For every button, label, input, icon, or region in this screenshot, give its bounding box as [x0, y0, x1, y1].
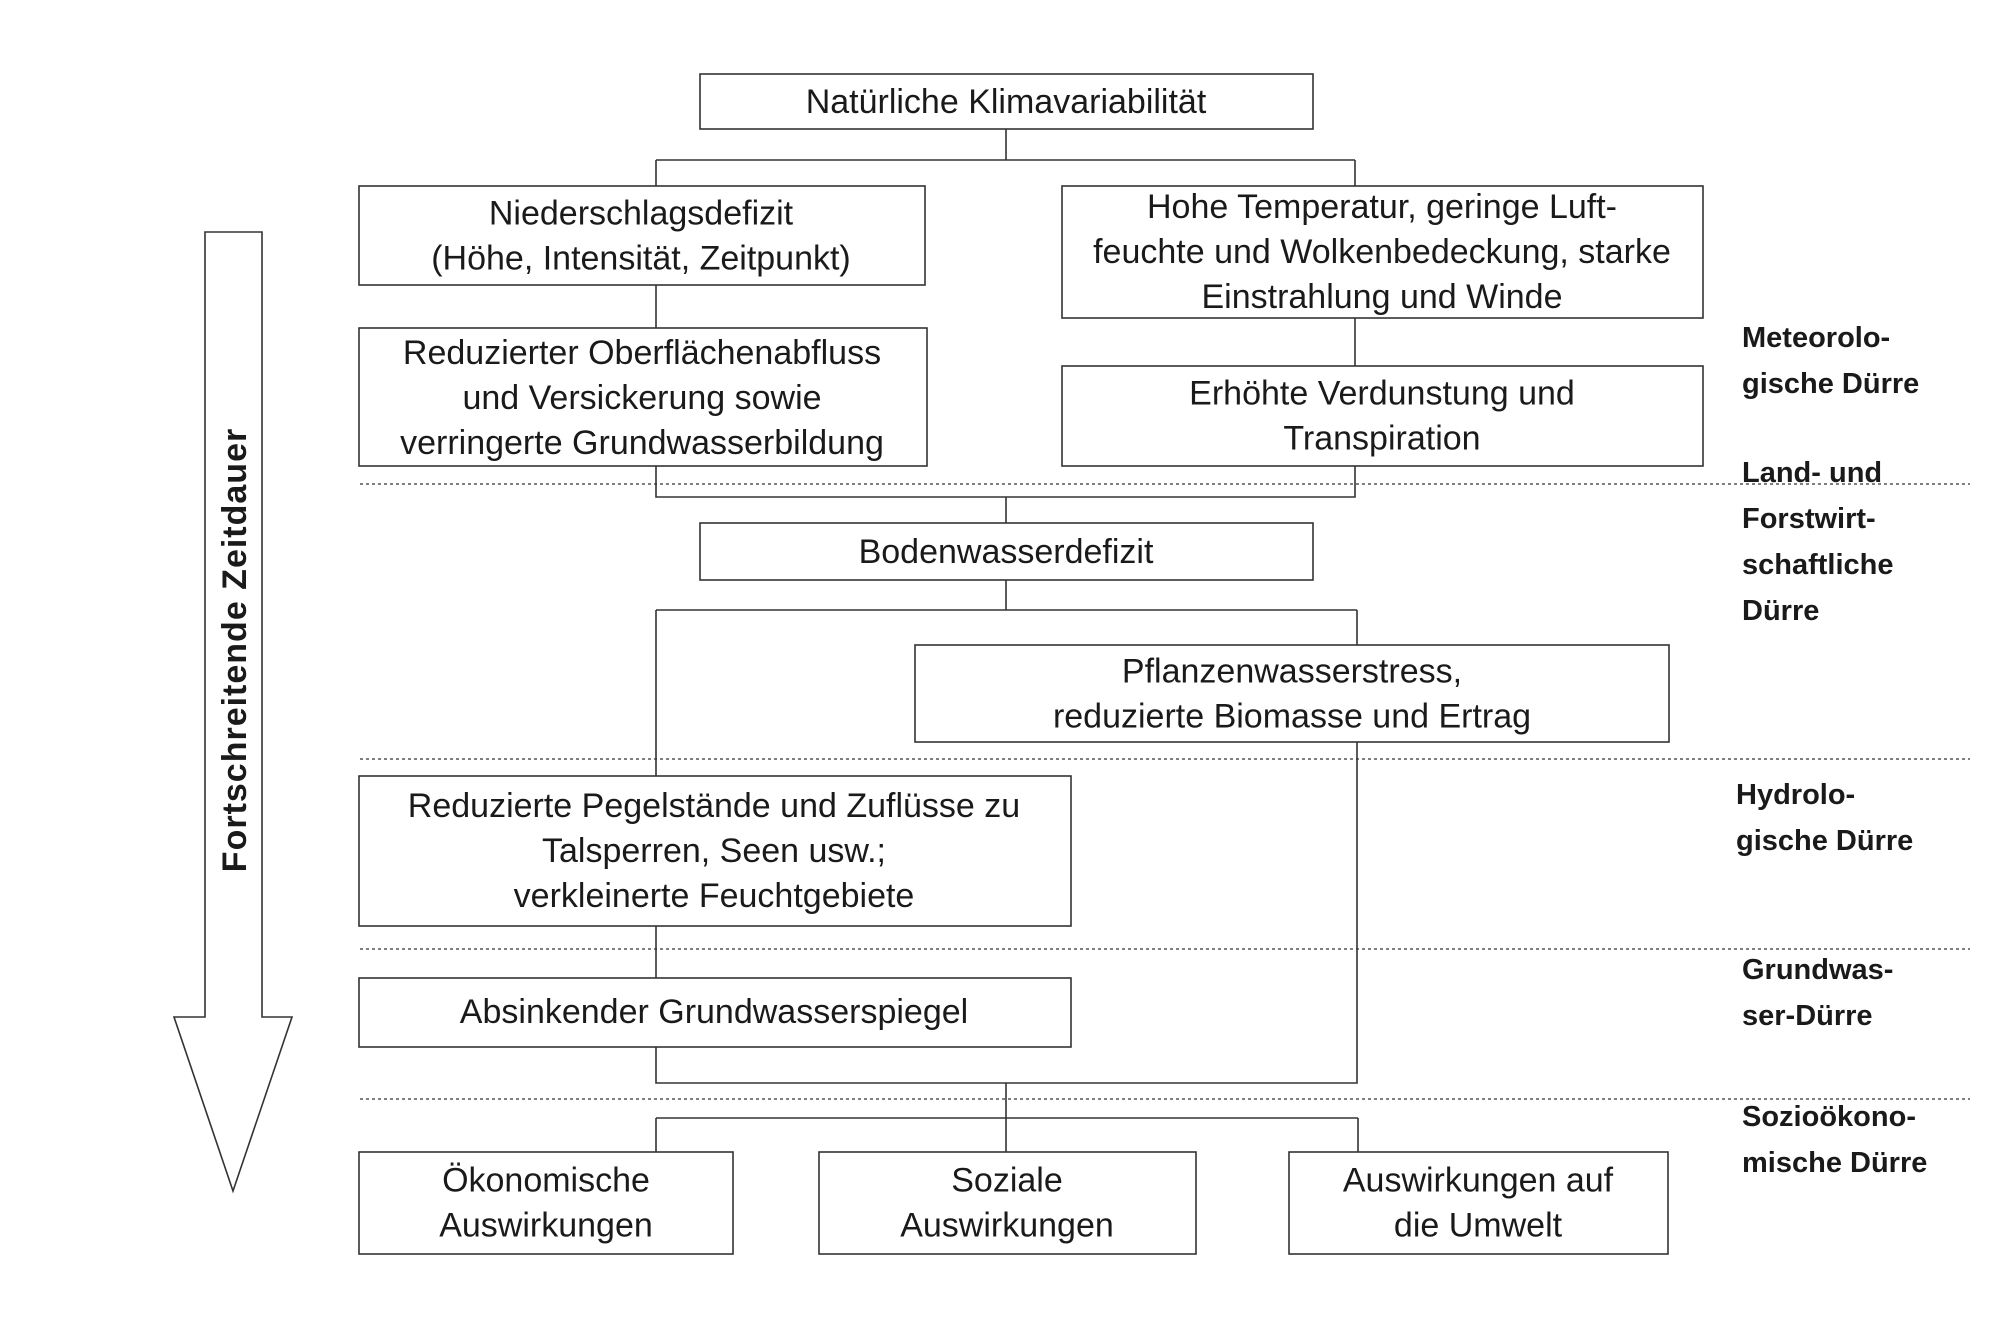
box-frame	[699, 73, 1314, 130]
connector	[655, 742, 1358, 1118]
category-label-line: Sozioökono-	[1742, 1101, 1916, 1133]
box-text-line: Niederschlagsdefizit	[489, 195, 794, 233]
box-frame	[1288, 1151, 1669, 1255]
box-text-line: Einstrahlung und Winde	[1201, 278, 1562, 316]
box-text-line: Talsperren, Seen usw.;	[542, 832, 886, 870]
category-label-line: mische Dürre	[1742, 1147, 1927, 1179]
box-text-line: feuchte und Wolkenbedeckung, starke	[1093, 233, 1671, 271]
box-soil: Bodenwasserdefizit	[699, 522, 1314, 581]
box-frame	[1061, 365, 1704, 467]
category-label-line: Dürre	[1742, 595, 1819, 627]
box-text-line: Auswirkungen	[439, 1207, 653, 1245]
box-text-line: reduzierte Biomasse und Ertrag	[1053, 698, 1531, 736]
zone-separators	[360, 483, 1970, 1100]
category-label-line: gische Dürre	[1736, 825, 1913, 857]
connector	[655, 129, 1356, 186]
connector	[655, 466, 1356, 523]
box-frame	[358, 185, 926, 286]
box-environment: Auswirkungen auf die Umwelt	[1288, 1151, 1669, 1255]
box-frame	[818, 1151, 1197, 1255]
category-socioeconomic: Sozioökono-mische Dürre	[1742, 1101, 1927, 1179]
box-groundwater: Absinkender Grundwasserspiegel	[358, 977, 1072, 1048]
category-label-line: schaftliche	[1742, 549, 1894, 581]
box-frame	[358, 977, 1072, 1048]
category-label-line: Forstwirt-	[1742, 503, 1876, 535]
time-arrow: Fortschreitende Zeitdauer	[172, 231, 294, 1194]
box-text-line: Auswirkungen auf	[1343, 1162, 1614, 1200]
box-text-line: Pflanzenwasserstress,	[1122, 653, 1462, 691]
box-water-levels: Reduzierte Pegelstände und Zuflüsse zu Ta…	[358, 775, 1072, 927]
box-frame	[358, 775, 1072, 927]
connector	[655, 1117, 1359, 1152]
box-text-line: Hohe Temperatur, geringe Luft-	[1147, 188, 1617, 226]
down-arrow-icon	[172, 231, 294, 1194]
category-label-line: ser-Dürre	[1742, 1000, 1873, 1032]
box-text-line: Auswirkungen	[900, 1207, 1114, 1245]
box-text-line: verringerte Grundwasserbildung	[400, 424, 884, 462]
box-text-line: verkleinerte Feuchtgebiete	[514, 877, 915, 915]
box-text-line: und Versickerung sowie	[462, 379, 821, 417]
category-meteorological: Meteorolo-gische Dürre	[1742, 322, 1919, 400]
box-text-line: Reduzierter Oberflächenabfluss	[403, 334, 881, 372]
box-frame	[699, 522, 1314, 581]
box-text-line: Natürliche Klimavariabilität	[806, 83, 1207, 121]
category-label-line: Land- und	[1742, 457, 1882, 489]
category-label-line: gische Dürre	[1742, 368, 1919, 400]
box-text-line: Transpiration	[1283, 420, 1480, 458]
box-text-line: (Höhe, Intensität, Zeitpunkt)	[431, 240, 851, 278]
box-precipitation: Niederschlagsdefizit (Höhe, Intensität, Z…	[358, 185, 926, 286]
box-text-line: Erhöhte Verdunstung und	[1189, 375, 1575, 413]
box-text-line: Ökonomische	[442, 1162, 650, 1200]
box-climate: Natürliche Klimavariabilität	[699, 73, 1314, 130]
category-label-line: Grundwas-	[1742, 954, 1893, 986]
category-groundwater: Grundwas-ser-Dürre	[1742, 954, 1893, 1032]
box-temperature: Hohe Temperatur, geringe Luft-feuchte un…	[1061, 185, 1704, 319]
box-text-line: Bodenwasserdefizit	[859, 533, 1154, 571]
box-text-line: Soziale	[951, 1162, 1063, 1200]
box-text-line: Reduzierte Pegelstände und Zuflüsse zu	[408, 787, 1020, 825]
category-hydrological: Hydrolo-gische Dürre	[1736, 779, 1913, 857]
box-frame	[358, 327, 928, 467]
category-label-line: Meteorolo-	[1742, 322, 1890, 354]
box-text-line: Absinkender Grundwasserspiegel	[460, 993, 968, 1031]
connectors	[655, 129, 1359, 1152]
box-plant: Pflanzenwasserstress, reduzierte Biomasse…	[914, 644, 1670, 743]
time-axis-label: Fortschreitende Zeitdauer	[216, 428, 254, 872]
connector	[655, 580, 1358, 776]
box-frame	[1061, 185, 1704, 319]
box-frame	[914, 644, 1670, 743]
box-text-line: die Umwelt	[1394, 1207, 1563, 1245]
box-runoff: Reduzierter Oberflächenabfluss und Versic…	[358, 327, 928, 467]
category-label-line: Hydrolo-	[1736, 779, 1855, 811]
box-frame	[358, 1151, 734, 1255]
